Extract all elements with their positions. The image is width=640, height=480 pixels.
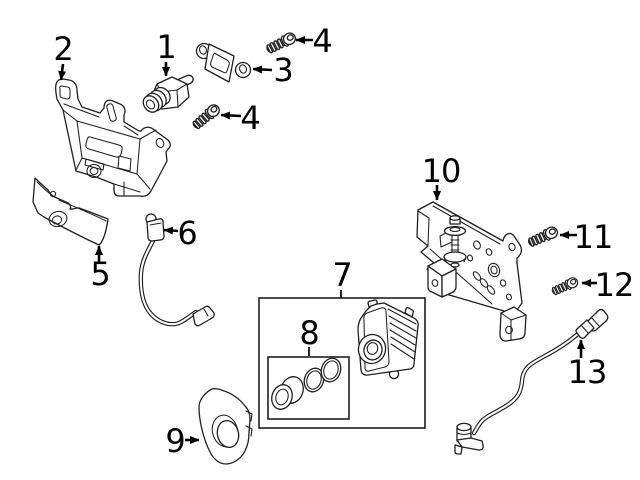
part-radar-bracket <box>416 201 527 342</box>
part-screw-12 <box>550 275 580 297</box>
callout-4-upper: 4 <box>295 22 333 60</box>
callout-11: 11 <box>559 218 613 256</box>
plate-hole <box>238 64 248 74</box>
callout-8: 8 <box>299 314 320 356</box>
part-camera-sensor <box>142 74 194 113</box>
callout-10: 10 <box>422 152 461 201</box>
part-shield-cover <box>198 387 253 465</box>
callout-5: 5 <box>90 245 111 293</box>
callout-2-arrow <box>58 63 67 81</box>
callout-13-label: 13 <box>568 353 607 391</box>
part-sensor-cable <box>138 213 215 327</box>
part-seal-kit <box>271 357 342 410</box>
sensor-lens <box>142 95 160 113</box>
callout-1: 1 <box>156 28 177 77</box>
bracket-tab-hole <box>155 138 165 148</box>
cable-plug <box>146 218 165 242</box>
callout-9: 9 <box>165 422 200 460</box>
callout-7-label: 7 <box>332 256 351 294</box>
callout-3-label: 3 <box>273 51 292 89</box>
callout-6-label: 6 <box>177 214 196 252</box>
bracket-boss <box>86 163 102 179</box>
callout-1-label: 1 <box>156 28 175 66</box>
part-camera-kit-box <box>258 297 426 429</box>
bracket-foot <box>499 306 527 342</box>
part-wiring-harness <box>454 308 609 455</box>
part-camera-module <box>357 299 419 380</box>
callout-8-label: 8 <box>299 314 318 352</box>
cover-boss <box>48 210 68 228</box>
callout-2: 2 <box>53 30 74 81</box>
callout-5-label: 5 <box>90 255 109 293</box>
callout-4-middle-label: 4 <box>240 99 259 137</box>
plate-hole <box>198 45 208 55</box>
bracket-tab-hole <box>59 85 71 100</box>
part-screw-middle <box>190 101 223 132</box>
callout-11-label: 11 <box>574 218 613 256</box>
callout-10-label: 10 <box>422 152 461 190</box>
callout-6-arrow <box>163 226 179 235</box>
callout-3: 3 <box>252 51 294 89</box>
callout-12: 12 <box>581 266 634 304</box>
callout-13: 13 <box>568 339 607 391</box>
callout-4-middle: 4 <box>220 99 261 137</box>
callout-12-label: 12 <box>595 266 634 304</box>
callout-9-label: 9 <box>165 422 184 460</box>
callout-2-label: 2 <box>53 30 72 68</box>
callout-6: 6 <box>163 214 198 252</box>
callout-3-arrow <box>252 65 273 74</box>
part-lower-cover <box>32 177 109 246</box>
callout-4-middle-arrow <box>220 111 242 120</box>
callout-7: 7 <box>332 256 353 298</box>
part-mounting-plate <box>195 42 252 83</box>
part-screw-11 <box>526 224 560 249</box>
bracket-stud <box>443 215 467 268</box>
callout-4-upper-label: 4 <box>312 22 331 60</box>
part-mounting-bracket <box>55 78 171 197</box>
bracket-slot-hole <box>106 103 117 122</box>
cable-connector <box>192 305 215 327</box>
